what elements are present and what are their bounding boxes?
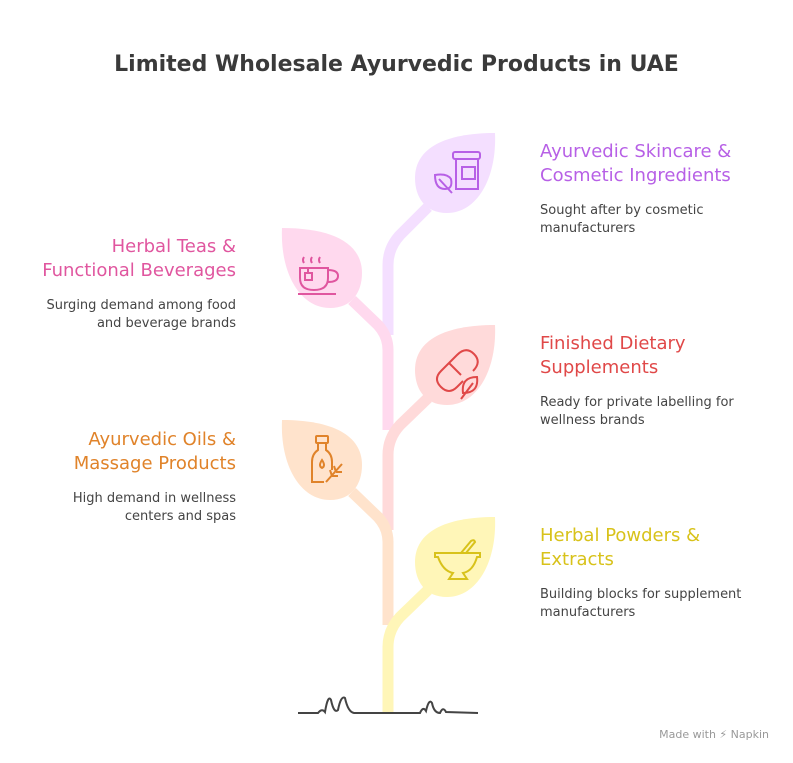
leaf-oils (281, 420, 362, 500)
oil-bottle-icon (311, 435, 343, 483)
heading-line2: Massage Products (73, 453, 236, 474)
heading-line1: Herbal Powders & (540, 525, 701, 546)
desc-line1: Surging demand among food (46, 298, 236, 313)
stem-skincare (382, 203, 432, 335)
stem-oils (348, 488, 394, 625)
leaf-powders (415, 517, 496, 597)
desc-line2: and beverage brands (96, 316, 236, 331)
skincare-jar-leaf-icon (433, 151, 481, 194)
item-powders: Herbal Powders & Extracts Building blocks… (540, 524, 770, 622)
desc-line2: wellness brands (540, 413, 645, 428)
heading-line1: Herbal Teas & (111, 236, 236, 257)
tea-cup-icon (298, 256, 340, 295)
ground-grass (298, 696, 479, 715)
desc-line1: Sought after by cosmetic (540, 203, 704, 218)
leaf-supplements (415, 325, 496, 405)
desc-line2: manufacturers (540, 605, 636, 620)
desc-line1: Ready for private labelling for (540, 395, 734, 410)
item-teas: Herbal Teas & Functional Beverages Surgin… (6, 235, 236, 333)
stem-supplements (382, 394, 432, 530)
napkin-credit: Made with ⚡ Napkin (659, 728, 769, 741)
item-skincare: Ayurvedic Skincare & Cosmetic Ingredients… (540, 140, 770, 238)
heading-line1: Ayurvedic Skincare & (540, 141, 732, 162)
desc-line2: centers and spas (124, 509, 236, 524)
item-oils: Ayurvedic Oils & Massage Products High de… (6, 428, 236, 526)
desc-line2: manufacturers (540, 221, 636, 236)
leaf-skincare (415, 133, 496, 213)
heading-line2: Extracts (540, 549, 614, 570)
leaf-teas (281, 228, 362, 308)
capsule-leaf-icon (436, 349, 479, 400)
heading-line1: Finished Dietary (540, 333, 686, 354)
stem-teas (348, 296, 394, 430)
mortar-pestle-icon (434, 539, 481, 580)
heading-line2: Cosmetic Ingredients (540, 165, 731, 186)
desc-line1: Building blocks for supplement (540, 587, 742, 602)
stem-powders (382, 586, 432, 713)
heading-line2: Functional Beverages (42, 260, 236, 281)
heading-line1: Ayurvedic Oils & (88, 429, 236, 450)
heading-line2: Supplements (540, 357, 659, 378)
desc-line1: High demand in wellness (72, 491, 236, 506)
page-title: Limited Wholesale Ayurvedic Products in … (114, 52, 679, 77)
